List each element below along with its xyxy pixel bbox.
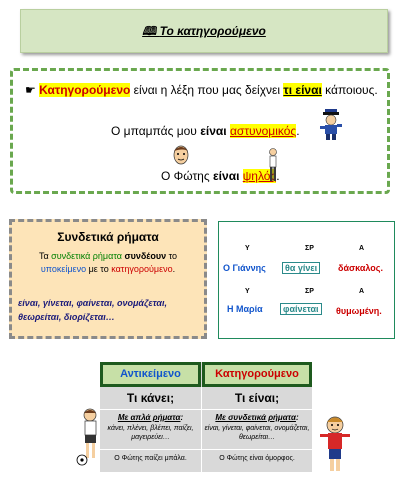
predicate-word: θυμωμένη.	[336, 306, 382, 316]
example-sentence-2: Ο Φώτης είναι ψηλός.	[161, 169, 280, 183]
object-verbs: κάνει, πλένει, βλέπει, παίζει, μαγειρεύε…	[107, 425, 194, 441]
object-verb-type: Με απλά ρήματα:	[117, 413, 184, 422]
predicate-verb-type: Με συνδετικά ρήματα:	[215, 413, 299, 422]
predicate-verbs: είναι, γίνεται, φαίνεται, ονομάζεται, θε…	[204, 425, 310, 441]
object-example: Ο Φώτης παίζει μπάλα.	[114, 455, 187, 462]
object-column: Τι κάνει; Με απλά ρήματα: κάνει, πλένει,…	[100, 387, 202, 472]
verb-tag: ΣΡ	[305, 288, 314, 295]
soccer-kid-illustration	[76, 408, 97, 466]
subject-tag: Υ	[245, 245, 250, 252]
predicate-example: Ο Φώτης είναι όμορφος.	[219, 455, 295, 462]
object-header: Αντικείμενο	[100, 362, 201, 387]
what-is-highlight: τι είναι	[283, 83, 322, 97]
subject-word: Η Μαρία	[227, 304, 263, 314]
waving-kid-illustration	[320, 416, 350, 471]
verb-word: φαίνεται	[280, 303, 322, 315]
linking-verbs-box: Συνδετικά ρήματα Τα συνδετικά ρήματα συν…	[9, 219, 207, 339]
predicate-tag: Α	[359, 245, 365, 252]
predicate-header: Κατηγορούμενο	[202, 362, 312, 387]
page-title: 🕮 Το κατηγορούμενο	[142, 24, 266, 38]
policeman-illustration	[320, 109, 342, 140]
comparison-table: Αντικείμενο Κατηγορούμενο Τι κάνει; Με α…	[100, 362, 312, 472]
tall-kid-illustration	[269, 148, 277, 181]
book-icon: 🕮	[142, 24, 160, 38]
linking-verbs-title: Συνδετικά ρήματα	[57, 230, 159, 244]
term-highlight: Κατηγορούμενο	[39, 83, 131, 97]
boy-face-illustration	[173, 145, 189, 165]
title-banner: 🕮 Το κατηγορούμενο	[20, 9, 388, 53]
predicate-question: Τι είναι;	[234, 391, 280, 405]
definition-box: ☛ Κατηγορούμενο είναι η λέξη που μας δεί…	[10, 68, 390, 194]
predicate-tag: Α	[359, 288, 365, 295]
definition-text: ☛ Κατηγορούμενο είναι η λέξη που μας δεί…	[25, 83, 378, 97]
predicate-word: δάσκαλος.	[338, 263, 383, 273]
linking-verbs-list: είναι, γίνεται, φαίνεται, ονομάζεται, θε…	[18, 298, 167, 322]
subject-word: Ο Γιάννης	[223, 263, 266, 273]
sentence-analysis-box: Υ ΣΡ Α Ο Γιάννης θα γίνει δάσκαλος. Υ ΣΡ…	[218, 221, 395, 339]
object-question: Τι κάνει;	[126, 391, 175, 405]
subject-tag: Υ	[245, 288, 250, 295]
verb-word: θα γίνει	[282, 262, 321, 274]
example-sentence-1: Ο μπαμπάς μου είναι αστυνομικός.	[111, 124, 300, 138]
predicate-column: Τι είναι; Με συνδετικά ρήματα: είναι, γί…	[202, 387, 312, 472]
pointing-hand-icon: ☛	[25, 83, 40, 97]
linking-verbs-description: Τα συνδετικά ρήματα συνδέουν το υποκείμε…	[38, 251, 178, 274]
verb-tag: ΣΡ	[305, 245, 314, 252]
